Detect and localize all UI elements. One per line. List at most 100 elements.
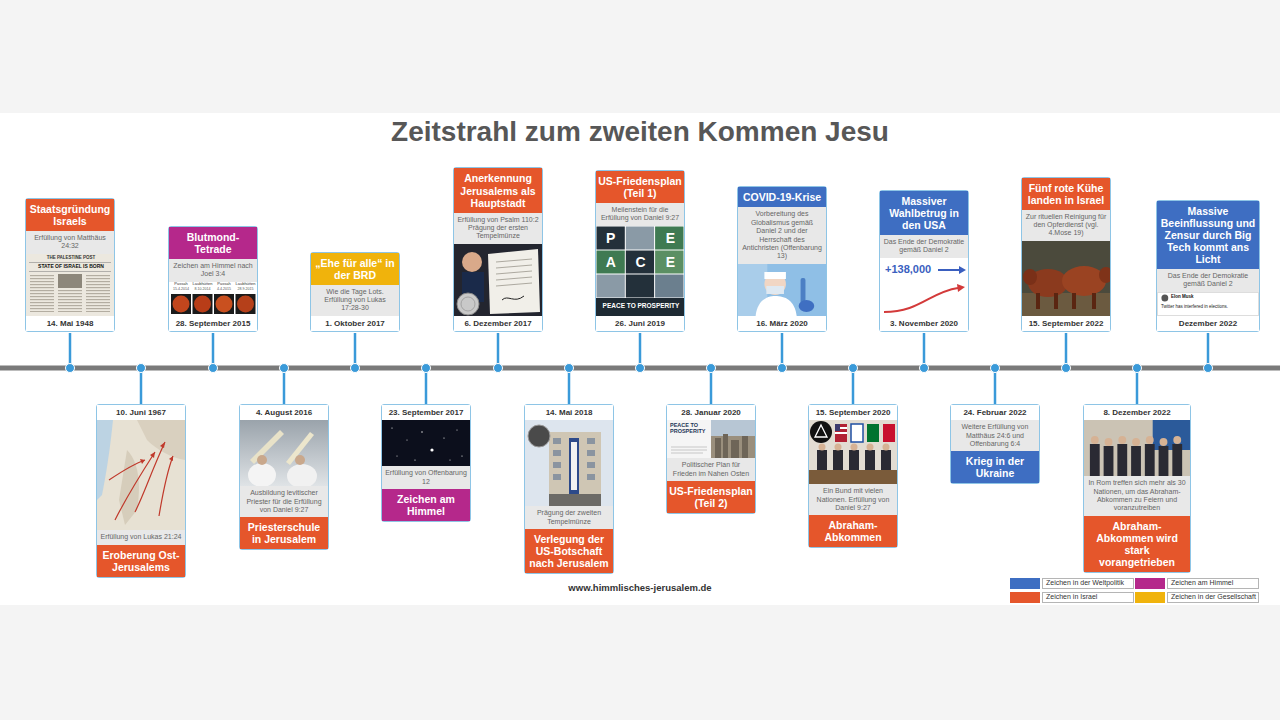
event-card: 28. Januar 2020 PEACE TO PROSPERITYPolit… — [666, 404, 756, 514]
image-text: 28.9.2015 — [238, 288, 254, 292]
image-text: +138,000 — [885, 264, 931, 276]
event-header: Abraham-Abkommen — [809, 515, 897, 547]
legend-text: Zeichen in der Gesellschaft — [1167, 592, 1259, 602]
event-date: 24. Februar 2022 — [951, 405, 1039, 420]
image-text: PEACE TO PROSPERITY — [603, 303, 680, 310]
image-text: Passah — [174, 282, 187, 286]
event-note: Erfüllung von Psalm 110:2 Prägung der er… — [454, 213, 542, 244]
event-title: Staatsgründung Israels — [30, 203, 111, 227]
legend-item: Zeichen am Himmel — [1135, 578, 1259, 589]
event-picture — [240, 420, 328, 486]
event-card: 14. Mai 2018 Prägung der zweiten Tempelm… — [524, 404, 614, 574]
event-note: Ein Bund mit vielen Nationen. Erfüllung … — [809, 484, 897, 515]
event-header: Blutmond-Tetrade — [169, 227, 257, 259]
event-date: 6. Dezember 2017 — [454, 316, 542, 331]
event-card: 23. September 2017 Erfüllung von Offenba… — [381, 404, 471, 522]
event-picture — [382, 420, 470, 466]
event-title: Blutmond-Tetrade — [187, 231, 240, 255]
event-picture — [97, 420, 185, 530]
event-picture — [738, 264, 826, 316]
event-date: 28. Januar 2020 — [667, 405, 755, 420]
event-header: Priesterschule in Jerusalem — [240, 517, 328, 549]
event-date: Dezember 2022 — [1157, 316, 1259, 331]
event-picture: PEACE TO PROSPERITY — [667, 420, 755, 458]
image-text: Passah — [217, 282, 230, 286]
event-title: Krieg in der Ukraine — [966, 455, 1024, 479]
legend-swatch — [1010, 592, 1040, 603]
event-date: 15. September 2022 — [1022, 316, 1110, 331]
event-card: 4. August 2016 Ausbildung levitischer Pr… — [239, 404, 329, 550]
diagram-title: Zeitstrahl zum zweiten Kommen Jesu — [0, 117, 1280, 148]
embassy-picture — [525, 420, 613, 506]
event-picture — [1022, 241, 1110, 316]
event-header: „Ehe für alle“ in der BRD — [311, 253, 399, 285]
legend-text: Zeichen am Himmel — [1167, 578, 1259, 588]
event-note: Meilenstein für die Erfüllung von Daniel… — [596, 203, 684, 226]
event-picture — [809, 420, 897, 484]
event-note: Das Ende der Demokratie gemäß Daniel 2 — [880, 235, 968, 258]
event-date: 26. Juni 2019 — [596, 316, 684, 331]
image-text: Elon Musk — [1171, 295, 1194, 300]
cows-picture — [1022, 241, 1110, 316]
event-note: Politischer Plan für Frieden im Nahen Os… — [667, 458, 755, 481]
event-header: Anerkennung Jerusalems als Hauptstadt — [454, 168, 542, 212]
event-picture: PassahLaubhüttenPassahLaubhütten15.4.201… — [169, 282, 257, 316]
event-title: Zeichen am Himmel — [397, 493, 455, 517]
event-header: COVID-19-Krise — [738, 187, 826, 207]
event-title: Fünf rote Kühe landen in Israel — [1028, 182, 1104, 206]
signing-picture — [809, 420, 897, 484]
event-card: Staatsgründung IsraelsErfüllung von Matt… — [25, 198, 115, 332]
image-text: 4.4.2015 — [217, 288, 231, 292]
event-header: Zeichen am Himmel — [382, 489, 470, 521]
image-text: 8.10.2014 — [195, 288, 211, 292]
laboratory-picture — [738, 264, 826, 316]
event-note: In Rom treffen sich mehr als 30 Nationen… — [1084, 476, 1190, 516]
event-title: COVID-19-Krise — [743, 191, 821, 203]
event-card: Massiver Wahlbetrug in den USA Das Ende d… — [879, 190, 969, 332]
event-card: 15. September 2020 Ein Bund mit vielen N… — [808, 404, 898, 548]
event-title: Anerkennung Jerusalems als Hauptstadt — [460, 172, 535, 208]
event-date: 4. August 2016 — [240, 405, 328, 420]
image-text: E — [666, 255, 675, 270]
image-text: C — [635, 255, 645, 270]
event-header: Eroberung Ost-Jerusalems — [97, 545, 185, 577]
event-card: US-Friedensplan (Teil 1)Meilenstein für … — [595, 170, 685, 332]
event-card: „Ehe für alle“ in der BRD Wie die Tage Lo… — [310, 252, 400, 332]
image-text: STATE OF ISRAEL IS BORN — [38, 264, 104, 269]
image-text: 15.4.2014 — [173, 288, 189, 292]
event-date: 28. September 2015 — [169, 316, 257, 331]
event-title: Verlegung der US-Botschaft nach Jerusale… — [529, 533, 608, 569]
event-title: „Ehe für alle“ in der BRD — [315, 257, 394, 281]
event-note: Erfüllung von Matthäus 24:32 — [26, 231, 114, 254]
website-url: www.himmlisches-jerusalem.de — [568, 583, 711, 593]
map-picture — [97, 420, 185, 530]
event-date: 1. Oktober 2017 — [311, 316, 399, 331]
event-card: Massive Beeinflussung und Zensur durch B… — [1156, 200, 1260, 332]
event-card: 10. Juni 1967 Erfüllung von Lukas 21:24E… — [96, 404, 186, 578]
event-picture — [1084, 420, 1190, 476]
image-text: P — [606, 231, 615, 246]
event-title: Massiver Wahlbetrug in den USA — [889, 195, 959, 231]
event-picture: PEACEPEACE TO PROSPERITY — [596, 226, 684, 316]
event-title: Massive Beeinflussung und Zensur durch B… — [1161, 205, 1256, 265]
event-note: Wie die Tage Lots. Erfüllung von Lukas 1… — [311, 285, 399, 316]
event-date: 15. September 2020 — [809, 405, 897, 420]
image-text: Laubhütten — [235, 282, 255, 286]
event-title: Priesterschule in Jerusalem — [248, 521, 320, 545]
legend-item: Zeichen in der Gesellschaft — [1135, 592, 1259, 603]
event-card: Fünf rote Kühe landen in IsraelZur ritue… — [1021, 177, 1111, 332]
event-note: Ausbildung levitischer Priester für die … — [240, 486, 328, 517]
event-header: Krieg in der Ukraine — [951, 451, 1039, 483]
event-header: Fünf rote Kühe landen in Israel — [1022, 178, 1110, 210]
trumpet-picture — [240, 420, 328, 486]
event-picture — [454, 244, 542, 316]
legend-swatch — [1010, 578, 1040, 589]
event-card: Anerkennung Jerusalems als HauptstadtErf… — [453, 167, 543, 332]
image-text: E — [666, 231, 675, 246]
event-note: Das Ende der Demokratie gemäß Daniel 2 — [1157, 269, 1259, 292]
event-date: 3. November 2020 — [880, 316, 968, 331]
event-header: Abraham-Abkommen wird stark vorangetrieb… — [1084, 516, 1190, 572]
event-picture: Elon MuskTwitter has interfered in elect… — [1157, 292, 1259, 316]
